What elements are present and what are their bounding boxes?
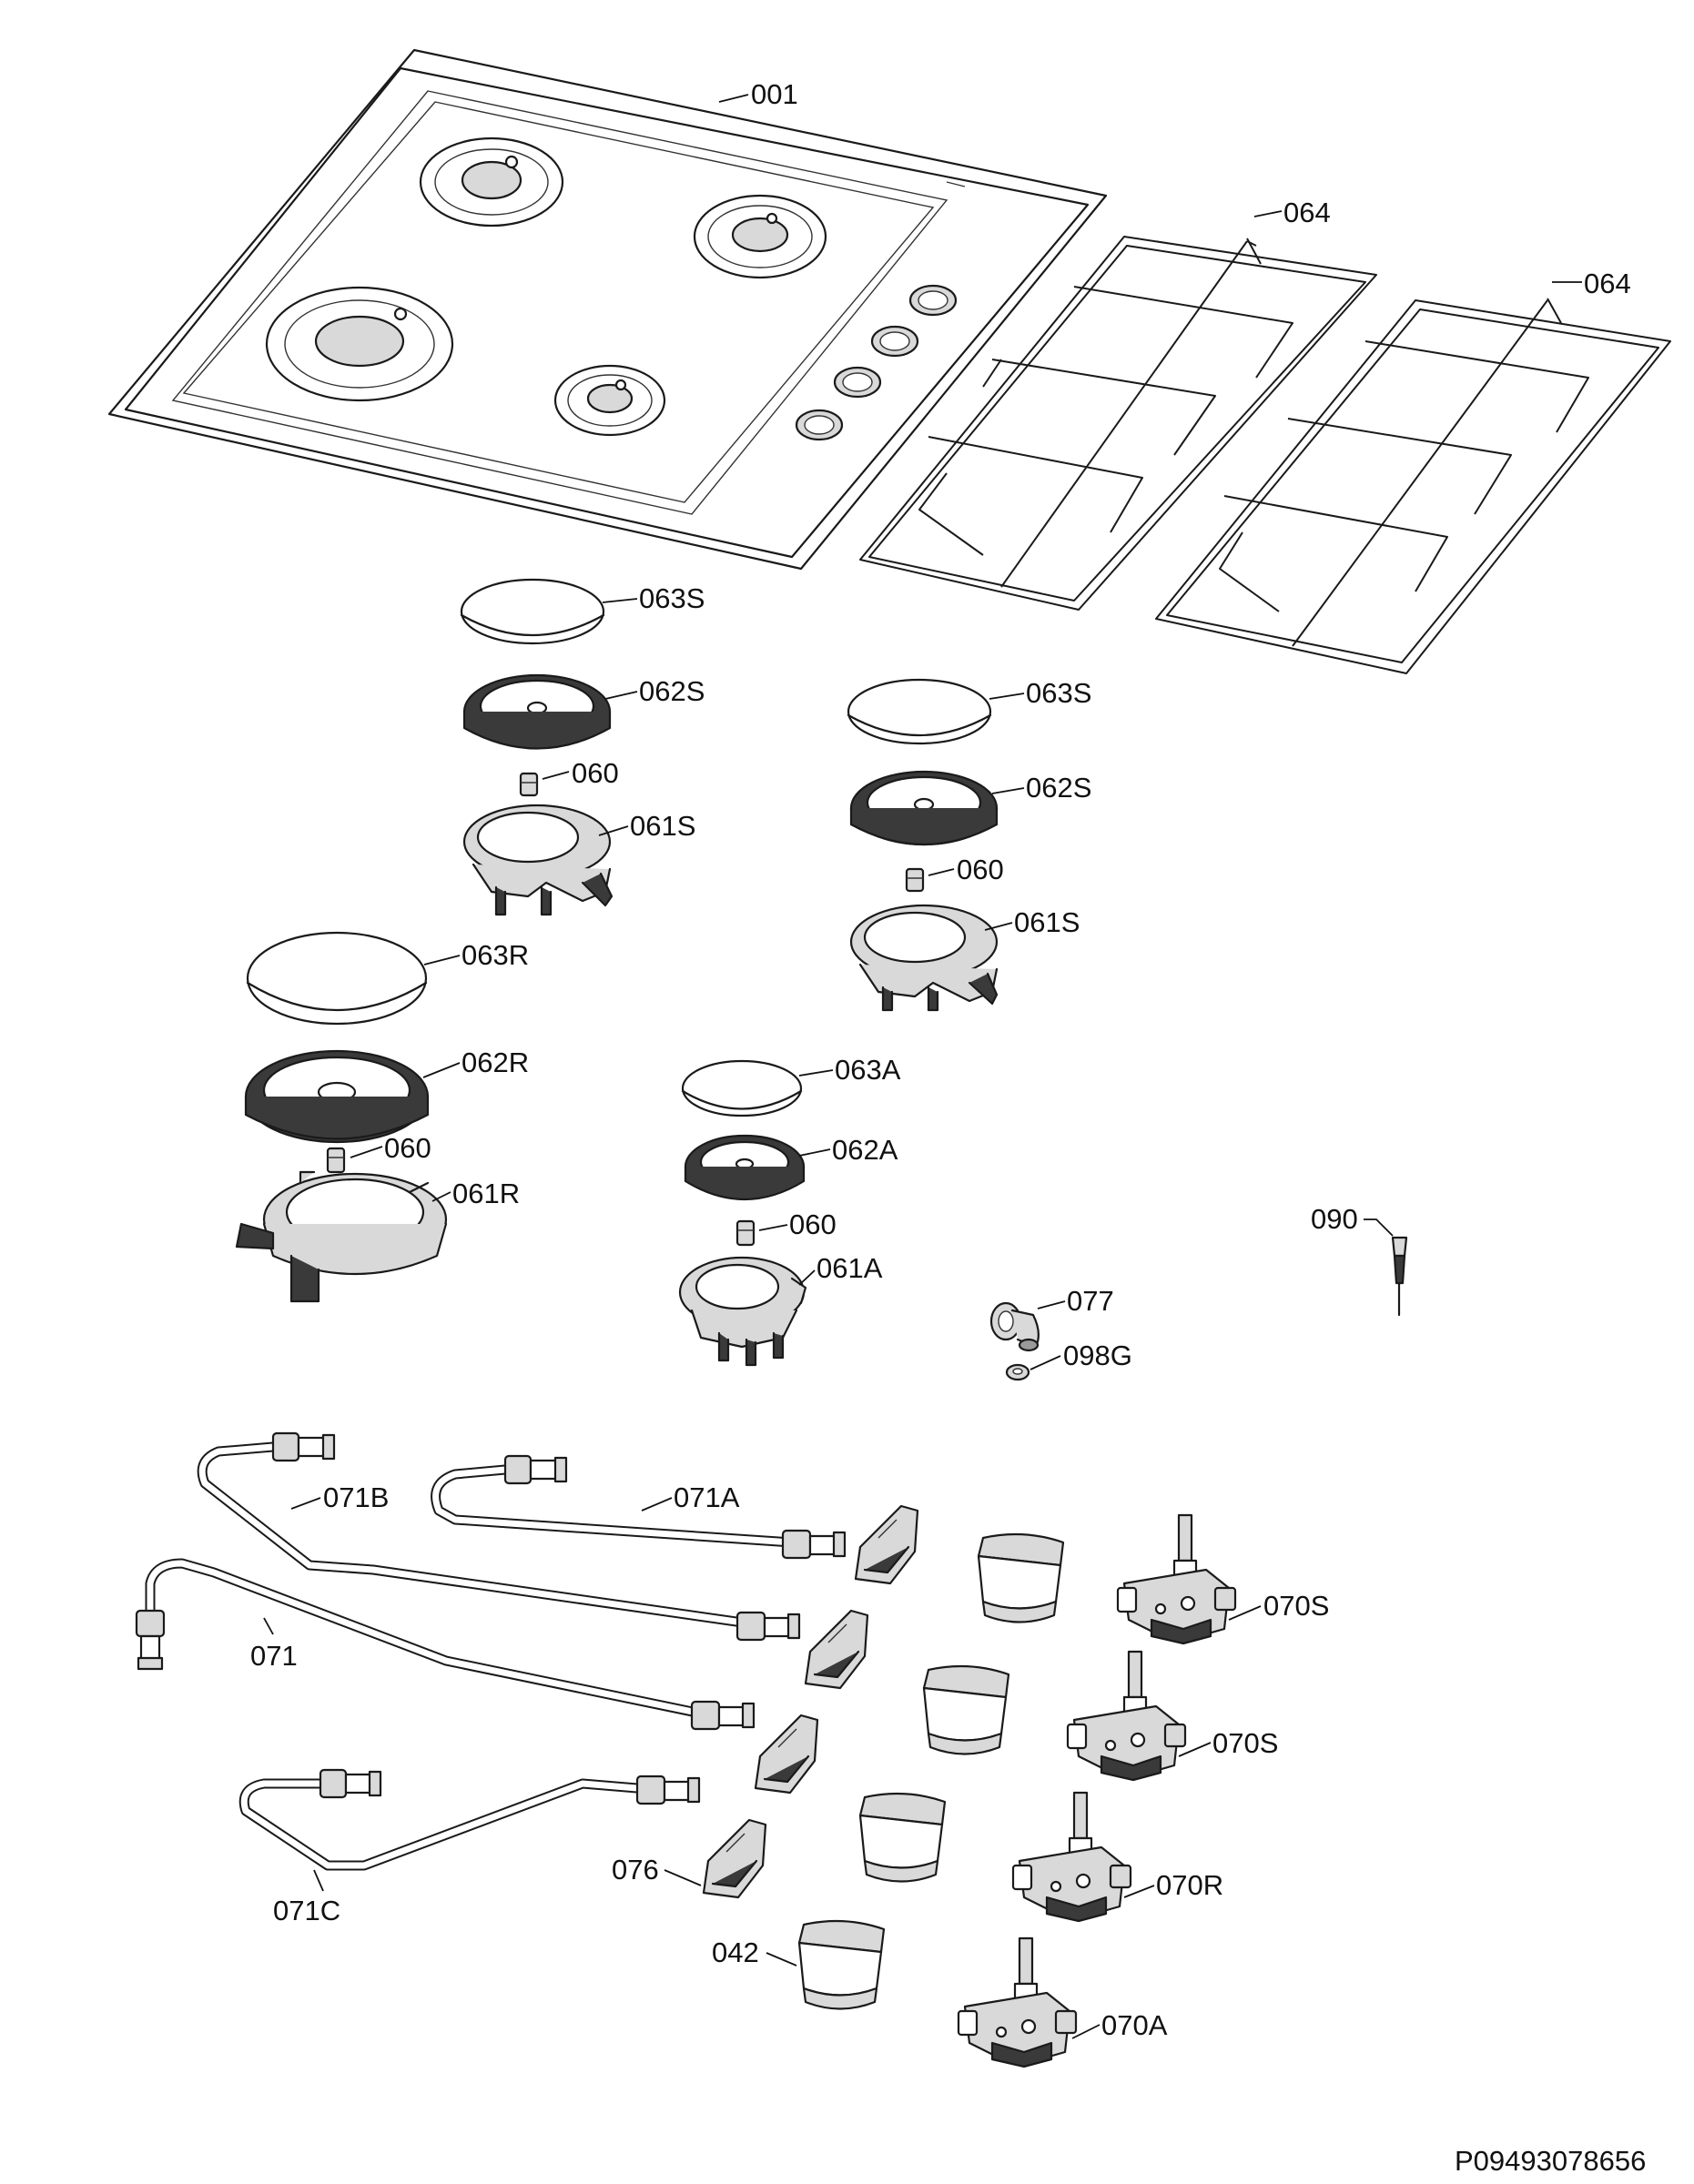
label-098g: 098G: [1063, 1340, 1132, 1371]
knob-bracket-076-4: [702, 1818, 767, 1899]
label-061s-left: 061S: [630, 810, 695, 842]
label-070s-1: 070S: [1263, 1590, 1329, 1622]
knob-bracket-076-1: [854, 1504, 919, 1585]
gas-valve-070a: [957, 1936, 1078, 2068]
burner-seat-front-left: [265, 286, 454, 402]
thermocouple-090: [1391, 1236, 1408, 1317]
flame-spreader-062a: [684, 1134, 806, 1200]
label-076: 076: [612, 1854, 659, 1886]
control-knob-042: [797, 1919, 886, 2010]
label-070r: 070R: [1156, 1869, 1223, 1901]
flame-spreader-062s-right: [849, 770, 999, 846]
gas-valve-070s-2: [1066, 1650, 1187, 1782]
label-060-c: 060: [384, 1132, 431, 1164]
gas-pipe-071c: [238, 1768, 701, 1871]
control-knob-3: [858, 1792, 947, 1883]
label-061a: 061A: [817, 1252, 883, 1284]
burner-body-061s-right: [849, 904, 999, 1012]
label-062s-left: 062S: [639, 675, 705, 707]
elbow-connector-077: [989, 1301, 1040, 1352]
label-064-left: 064: [1283, 197, 1331, 228]
label-064-right: 064: [1584, 268, 1631, 299]
pipe-fitting-071c-top: [319, 1768, 382, 1799]
injector-060-d: [735, 1219, 756, 1247]
pan-support-right: [1155, 298, 1671, 674]
knob-holes: [795, 284, 958, 441]
injector-060-c: [326, 1147, 346, 1174]
label-063s-right: 063S: [1026, 677, 1091, 709]
control-knob-1: [977, 1532, 1065, 1623]
gas-pipe-071b: [197, 1431, 801, 1642]
burner-cap-063r: [246, 931, 428, 1026]
gas-valve-070r: [1011, 1791, 1132, 1923]
label-063s-left: 063S: [639, 582, 705, 614]
label-071: 071: [250, 1640, 298, 1672]
label-063a: 063A: [835, 1054, 901, 1086]
pan-support-left: [859, 236, 1377, 611]
pipe-fitting-071a-top: [503, 1454, 568, 1485]
label-001: 001: [751, 78, 798, 110]
burner-cap-063a: [681, 1059, 803, 1117]
label-090: 090: [1311, 1203, 1358, 1235]
burner-body-061a: [678, 1256, 807, 1367]
pipe-fitting-071c-end: [635, 1774, 701, 1805]
document-id: P09493078656: [1455, 2145, 1646, 2177]
pipe-fitting-071-start: [135, 1609, 166, 1671]
label-077: 077: [1067, 1285, 1114, 1317]
label-062s-right: 062S: [1026, 772, 1091, 804]
label-061s-right: 061S: [1014, 906, 1080, 938]
injector-060-a: [519, 772, 539, 797]
gasket-098g: [1005, 1363, 1030, 1381]
knob-bracket-076-3: [754, 1714, 819, 1795]
gas-pipe-071a: [431, 1454, 847, 1560]
hob-top-plate: [107, 48, 1108, 571]
knob-bracket-076-2: [804, 1609, 869, 1690]
label-071c: 071C: [273, 1895, 340, 1926]
label-060-b: 060: [957, 854, 1004, 885]
burner-cap-063s-left: [460, 578, 605, 645]
label-060-d: 060: [789, 1208, 837, 1240]
burner-cap-063s-right: [847, 678, 992, 745]
injector-060-b: [905, 867, 925, 893]
label-060-a: 060: [572, 757, 619, 789]
gas-pipe-071: [135, 1558, 756, 1731]
pipe-fitting-071b-top: [271, 1431, 336, 1462]
label-042: 042: [712, 1936, 759, 1968]
pipe-fitting-071a-end: [781, 1529, 847, 1560]
gas-valve-070s-1: [1116, 1513, 1237, 1645]
burner-seat-rear-left: [419, 136, 564, 228]
pipe-fitting-071b-end: [735, 1611, 801, 1642]
burner-body-061r: [235, 1170, 448, 1303]
label-070a: 070A: [1101, 2009, 1168, 2041]
label-061r: 061R: [452, 1178, 520, 1209]
flame-spreader-062r: [244, 1049, 430, 1144]
pipe-fitting-071-end: [690, 1700, 756, 1731]
flame-spreader-062s-left: [462, 673, 612, 750]
burner-body-061s-left: [462, 804, 614, 916]
label-071a: 071A: [674, 1481, 740, 1513]
label-062a: 062A: [832, 1134, 898, 1166]
label-063r: 063R: [462, 939, 529, 971]
burner-seat-front-right: [553, 364, 666, 437]
burner-seat-rear-right: [693, 194, 827, 279]
label-062r: 062R: [462, 1046, 529, 1078]
control-knob-2: [922, 1664, 1010, 1755]
label-071b: 071B: [323, 1481, 389, 1513]
label-070s-2: 070S: [1212, 1727, 1278, 1759]
